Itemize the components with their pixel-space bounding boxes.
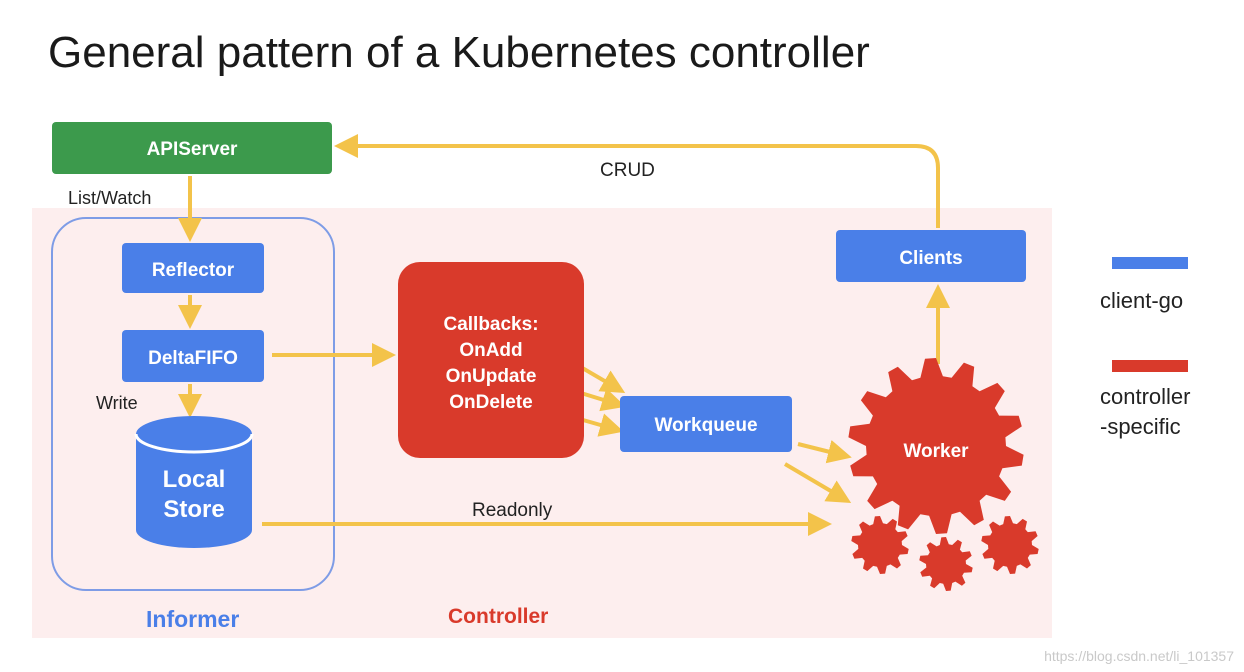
legend: client-go controller -specific bbox=[1100, 257, 1190, 439]
page-title: General pattern of a Kubernetes controll… bbox=[48, 28, 870, 77]
callback-ondelete: OnDelete bbox=[449, 392, 532, 413]
legend-label-controller-specific-1: controller bbox=[1100, 384, 1190, 409]
callback-onupdate: OnUpdate bbox=[446, 366, 537, 387]
reflector-node: Reflector bbox=[122, 243, 264, 293]
worker-label: Worker bbox=[903, 441, 969, 462]
workqueue-label: Workqueue bbox=[654, 415, 757, 436]
controller-group-label: Controller bbox=[448, 605, 548, 628]
callbacks-node: Callbacks: OnAdd OnUpdate OnDelete bbox=[398, 262, 584, 458]
clients-node: Clients bbox=[836, 230, 1026, 282]
arrow-crud bbox=[334, 134, 940, 228]
informer-group-label: Informer bbox=[146, 606, 239, 632]
edge-label-write: Write bbox=[96, 393, 138, 413]
watermark: https://blog.csdn.net/li_101357 bbox=[1044, 648, 1234, 664]
legend-swatch-controller-specific bbox=[1112, 360, 1188, 372]
legend-swatch-client-go bbox=[1112, 257, 1188, 269]
callbacks-title: Callbacks: bbox=[443, 314, 538, 335]
apiserver-node: APIServer bbox=[52, 122, 332, 174]
deltafifo-label: DeltaFIFO bbox=[148, 348, 238, 369]
deltafifo-node: DeltaFIFO bbox=[122, 330, 264, 382]
edge-label-readonly: Readonly bbox=[472, 500, 553, 521]
edge-label-list-watch: List/Watch bbox=[68, 188, 151, 208]
arrow-workqueue-worker-2 bbox=[783, 462, 852, 504]
worker-gear-icon: Worker bbox=[848, 358, 1024, 534]
local-store-label-line2: Store bbox=[163, 496, 224, 523]
clients-label: Clients bbox=[899, 248, 962, 269]
arrow-workqueue-worker-1 bbox=[797, 439, 852, 464]
local-store-node: Local Store bbox=[134, 416, 254, 548]
legend-label-controller-specific-2: -specific bbox=[1100, 414, 1181, 439]
small-gear-icon bbox=[851, 516, 909, 574]
callback-onadd: OnAdd bbox=[459, 340, 522, 361]
reflector-label: Reflector bbox=[152, 260, 235, 281]
edge-label-crud: CRUD bbox=[600, 160, 655, 181]
workqueue-node: Workqueue bbox=[620, 396, 792, 452]
local-store-label-line1: Local bbox=[163, 466, 226, 493]
small-gear-icon bbox=[981, 516, 1039, 574]
small-gear-icon bbox=[919, 537, 973, 591]
legend-label-client-go: client-go bbox=[1100, 288, 1183, 313]
apiserver-label: APIServer bbox=[147, 139, 238, 160]
